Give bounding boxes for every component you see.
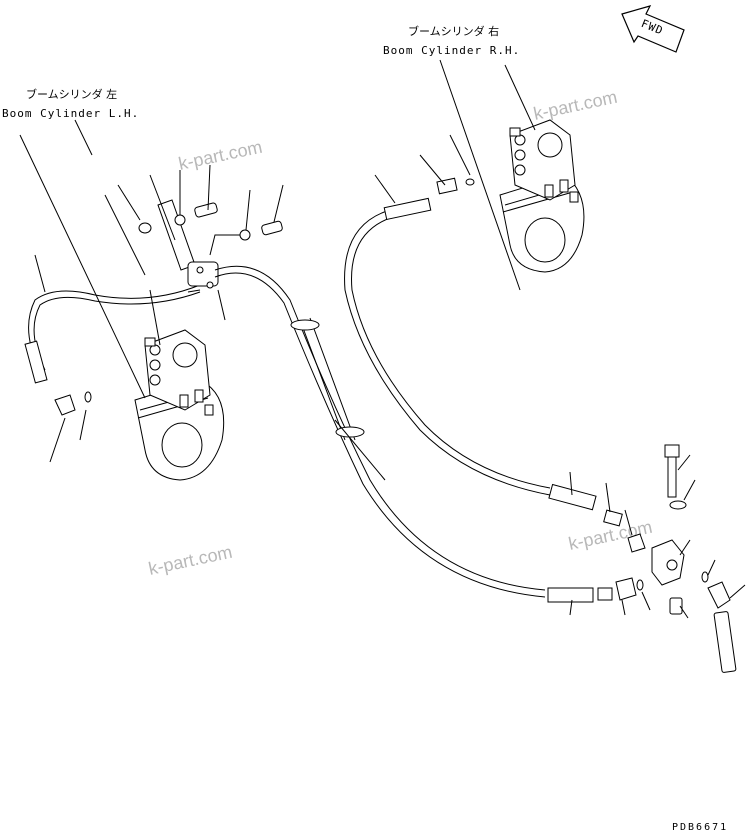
hose-rh-top-end xyxy=(383,197,432,221)
callout-leaders xyxy=(19,59,746,619)
boom-cylinder-lh xyxy=(134,329,225,481)
watermark-1: k-part.com xyxy=(177,137,264,174)
drawing-code: PDB6671 xyxy=(672,822,728,833)
hose-protector xyxy=(299,317,356,441)
o-ring-lh xyxy=(84,391,92,403)
hose-rh-1 xyxy=(344,209,551,496)
boom-lh-jp-label: ブームシリンダ 左 xyxy=(26,87,117,101)
connector-rh-top xyxy=(436,177,458,195)
elbow-lh xyxy=(54,394,76,416)
fitting-upper xyxy=(603,509,623,527)
hose-end-upper xyxy=(548,483,597,511)
hose-end-lower xyxy=(547,587,594,603)
clamp-assembly xyxy=(138,199,283,289)
boom-lh-en-label: Boom Cylinder L.H. xyxy=(2,107,139,120)
hose-lh-loop xyxy=(28,284,201,371)
elbow-lower xyxy=(615,577,637,601)
boom-cylinder-rh xyxy=(499,119,585,273)
forward-arrow-icon: FWD xyxy=(621,5,685,53)
hose-main-1 xyxy=(214,265,546,591)
watermark-3: k-part.com xyxy=(147,542,234,579)
manifold-block xyxy=(651,444,737,673)
watermark-2: k-part.com xyxy=(532,87,619,124)
boom-rh-en-label: Boom Cylinder R.H. xyxy=(383,44,520,57)
boom-rh-jp-label: ブームシリンダ 右 xyxy=(408,24,499,38)
hose-lh-end xyxy=(24,340,48,384)
